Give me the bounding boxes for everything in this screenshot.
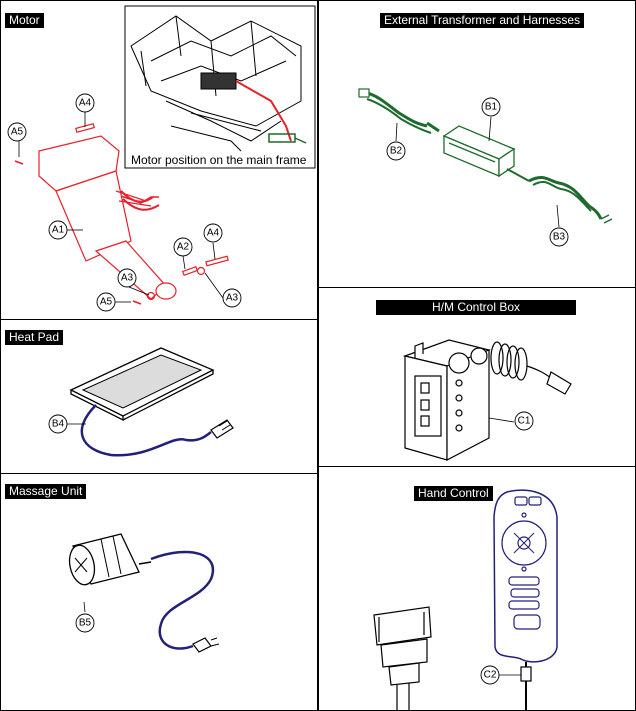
hand-control-buttons	[501, 496, 547, 630]
callout-b1	[481, 97, 501, 117]
callout-b4-label: B4	[52, 419, 65, 430]
callout-b5-label: B5	[79, 618, 92, 629]
massage-title: Massage Unit	[5, 484, 87, 499]
massage-unit-b5	[68, 533, 152, 586]
callout-a3-right-label: A3	[226, 293, 239, 304]
callout-a3-left	[117, 268, 137, 288]
callout-c2	[480, 665, 500, 685]
hand-control-illustration: C2	[373, 489, 558, 710]
callout-a4-top	[75, 93, 95, 113]
callout-b5	[75, 613, 95, 633]
callout-a5-top	[7, 122, 27, 142]
callout-b2-label: B2	[390, 146, 403, 157]
control-box-title: H/M Control Box	[376, 300, 576, 315]
callout-a3-right	[222, 288, 242, 308]
heat-pad-cable	[80, 404, 212, 457]
callout-a1	[48, 220, 68, 240]
callout-a4-right	[203, 223, 223, 243]
callout-a4-top-label: A4	[79, 98, 92, 109]
callout-b3-label: B3	[553, 232, 566, 243]
transformer-illustration: B1 B2 B3	[358, 88, 613, 247]
control-box-illustration: C1	[402, 339, 572, 461]
callout-c1	[514, 411, 534, 431]
transformer-b1	[442, 125, 530, 182]
callout-c1-label: C1	[518, 416, 531, 427]
callout-a5-bottom	[96, 292, 116, 312]
callout-a5-top-label: A5	[11, 127, 24, 138]
motor-title: Motor	[5, 13, 44, 28]
callout-a2	[173, 237, 193, 257]
callout-a1-label: A1	[52, 225, 65, 236]
connector-plug	[373, 606, 432, 710]
callout-a4-right-label: A4	[207, 228, 220, 239]
coiled-cable	[490, 341, 572, 395]
callout-a3-left-label: A3	[121, 273, 134, 284]
callout-b2	[386, 141, 406, 161]
callout-a5-bottom-label: A5	[100, 297, 113, 308]
control-box-panel: C1 H/M Control Box	[318, 287, 636, 467]
massage-cable	[150, 550, 215, 650]
massage-illustration: B5	[68, 533, 220, 653]
massage-panel: B5 Massage Unit	[0, 473, 318, 711]
heat-pad-illustration: B4	[48, 347, 234, 457]
heat-pad-title: Heat Pad	[5, 330, 64, 345]
motor-leader-lines	[18, 112, 224, 303]
motor-panel: Motor position on the main frame	[0, 0, 318, 320]
control-box-c1	[402, 339, 491, 461]
callout-c2-label: C2	[484, 670, 497, 681]
transformer-panel: B1 B2 B3 External Transformer and Harnes…	[318, 0, 636, 288]
callout-b4	[48, 414, 68, 434]
hand-control-panel: C2 Hand Control	[318, 466, 636, 711]
callout-a2-label: A2	[177, 242, 190, 253]
inset-caption: Motor position on the main frame	[131, 153, 307, 167]
callout-b1-label: B1	[485, 102, 498, 113]
hand-control-title: Hand Control	[414, 486, 493, 501]
callout-b3	[549, 227, 569, 247]
heat-pad-panel: B4 Heat Pad	[0, 319, 318, 474]
motor-illustration: Motor position on the main frame	[7, 5, 316, 312]
transformer-title: External Transformer and Harnesses	[380, 13, 585, 28]
heat-pad-b4	[69, 347, 215, 422]
